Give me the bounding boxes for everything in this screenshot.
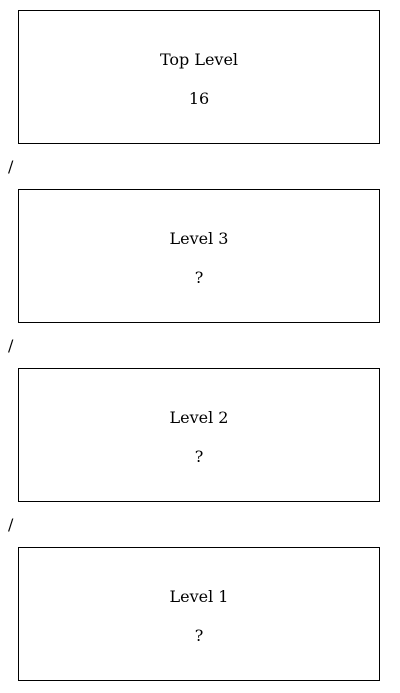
connector-slash: / bbox=[8, 157, 14, 176]
level-box-2: Level 2 ? bbox=[18, 368, 380, 502]
level-box-top: Top Level 16 bbox=[18, 10, 380, 144]
level-value: ? bbox=[194, 626, 204, 645]
level-value: ? bbox=[194, 447, 204, 466]
level-value: 16 bbox=[188, 89, 210, 108]
level-title: Level 1 bbox=[169, 587, 229, 606]
level-title: Level 2 bbox=[169, 408, 229, 427]
level-box-3: Level 3 ? bbox=[18, 189, 380, 323]
level-title: Top Level bbox=[159, 50, 239, 69]
level-box-1: Level 1 ? bbox=[18, 547, 380, 681]
level-title: Level 3 bbox=[169, 229, 229, 248]
connector-slash: / bbox=[8, 336, 14, 355]
connector-slash: / bbox=[8, 515, 14, 534]
level-value: ? bbox=[194, 268, 204, 287]
